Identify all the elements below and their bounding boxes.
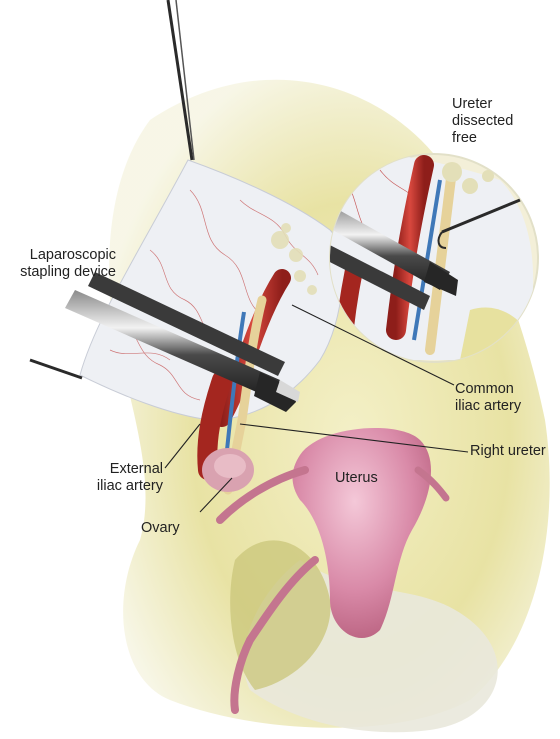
uterus-organ xyxy=(216,428,450,714)
label-line: stapling device xyxy=(20,264,116,280)
leader-lines xyxy=(164,304,469,513)
grasper-instrument-icon xyxy=(29,0,195,380)
fat-nodules xyxy=(271,223,317,295)
label-external-iliac-artery: External iliac artery xyxy=(60,461,163,495)
label-line: iliac artery xyxy=(96,478,163,494)
label-line: Ureter xyxy=(452,96,493,112)
label-ovary: Ovary xyxy=(141,520,180,537)
label-line: Uterus xyxy=(335,470,378,486)
magnified-inset-icon xyxy=(329,153,539,363)
label-line: Common xyxy=(455,381,514,397)
label-line: Ovary xyxy=(141,520,180,536)
label-line: iliac artery xyxy=(455,398,522,414)
dark-fold xyxy=(230,540,331,690)
label-ureter-dissected-free: Ureter dissected free xyxy=(452,96,513,147)
label-laparoscopic-stapling-device: Laparoscopic stapling device xyxy=(4,247,116,281)
label-line: External xyxy=(109,461,163,477)
label-line: Laparoscopic xyxy=(29,247,116,263)
label-right-ureter: Right ureter xyxy=(470,443,546,460)
label-common-iliac-artery: Common iliac artery xyxy=(455,381,521,415)
stapling-device-icon xyxy=(65,272,300,412)
label-line: free xyxy=(452,130,477,146)
label-line: dissected xyxy=(452,113,514,129)
label-line: Right ureter xyxy=(470,443,546,459)
ovary xyxy=(202,448,254,492)
label-uterus: Uterus xyxy=(335,470,378,487)
